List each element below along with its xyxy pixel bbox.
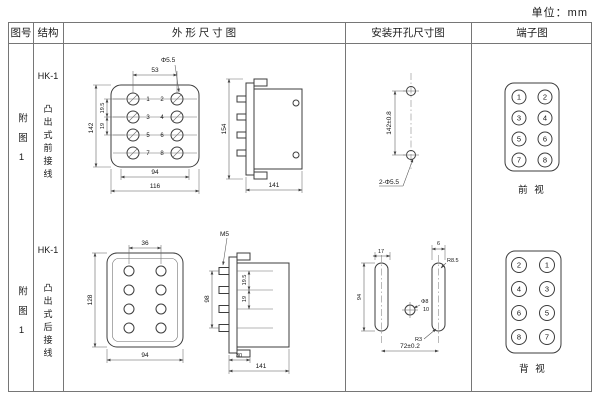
header-outline: 外 形 尺 寸 图 xyxy=(171,27,237,39)
header-mounting: 安装开孔尺寸图 xyxy=(371,27,445,39)
row1-outline-drawing: 1 2 3 4 5 6 7 8 53 Φ5.5 142 xyxy=(88,57,303,194)
dim-141: 141 xyxy=(269,182,280,189)
dim-53: 53 xyxy=(151,67,159,74)
dim-m5: M5 xyxy=(220,231,229,238)
dim-98: 98 xyxy=(204,295,211,303)
dim-19: 19 xyxy=(242,296,248,302)
row1-mounting-drawing: 142±0.8 2-Φ5.5 xyxy=(379,73,419,187)
column-divider xyxy=(345,23,346,391)
front-view-dimensions: 53 Φ5.5 142 19.5 19 94 116 xyxy=(88,57,200,194)
dim-19.5: 19.5 xyxy=(100,103,106,114)
dim-r3: R3 xyxy=(415,337,422,343)
terminal-number: 1 xyxy=(545,261,549,270)
dim-2-phi5.5: 2-Φ5.5 xyxy=(379,179,399,186)
header-terminal: 端子图 xyxy=(516,27,548,39)
row2-fig-no: 附图1 xyxy=(16,285,27,346)
header-fig-no: 图号 xyxy=(10,27,32,39)
row1-fig-no-cell: 附图1 xyxy=(9,93,33,193)
terminal-number: 5 xyxy=(517,135,521,144)
terminal-number: 2 xyxy=(517,261,521,270)
row1-fig-no: 附图1 xyxy=(16,113,27,173)
dim-72-tol: 72±0.2 xyxy=(400,343,420,350)
row1-structure-desc: 凸出式前接线 xyxy=(42,104,53,182)
terminal-number: 7 xyxy=(545,333,549,342)
terminal-number: 7 xyxy=(517,156,521,165)
dim-128: 128 xyxy=(87,294,94,305)
row2-fig-no-cell: 附图1 xyxy=(9,263,33,368)
dim-116: 116 xyxy=(150,183,161,190)
column-divider xyxy=(63,23,64,391)
dim-30: 30 xyxy=(236,353,242,359)
terminal-number: 8 xyxy=(160,151,164,157)
terminal-number: 3 xyxy=(545,285,549,294)
dim-phi5.5: Φ5.5 xyxy=(161,57,176,64)
dim-94: 94 xyxy=(151,169,159,176)
terminal-number: 8 xyxy=(517,333,521,342)
terminal-number: 6 xyxy=(543,135,547,144)
view-label-front: 前 视 xyxy=(518,184,546,196)
terminal-number: 5 xyxy=(545,309,549,318)
terminal-screws xyxy=(126,92,184,160)
side-view: M5 98 19.5 19 30 141 xyxy=(204,231,290,374)
column-divider xyxy=(471,23,472,391)
side-view: 154 141 xyxy=(221,78,303,193)
column-divider xyxy=(33,23,34,391)
dim-6: 6 xyxy=(437,241,440,247)
unit-label: 单位：mm xyxy=(531,7,588,19)
dim-19.5: 19.5 xyxy=(242,275,248,286)
terminal-number: 6 xyxy=(517,309,521,318)
terminal-number: 3 xyxy=(517,114,521,123)
row1-structure-cell: 凸出式前接线 xyxy=(33,87,63,199)
terminal-number: 5 xyxy=(146,133,150,139)
view-label-back: 背 视 xyxy=(519,363,547,375)
dimension-table: 图号 结构 外 形 尺 寸 图 安装开孔尺寸图 端子图 附图1 HK-1 凸出式… xyxy=(8,22,592,392)
row1-terminal-diagram: 1 2 3 4 5 6 7 8 前 视 xyxy=(504,82,560,196)
terminal-number: 7 xyxy=(146,151,150,157)
terminal-number: 3 xyxy=(146,115,150,121)
terminal-circles xyxy=(511,257,555,345)
terminal-number: 2 xyxy=(160,97,164,103)
row2-model: HK-1 xyxy=(37,245,59,255)
dim-r8.5: R8.5 xyxy=(447,258,459,264)
terminal-number: 4 xyxy=(160,115,164,121)
row1-model: HK-1 xyxy=(37,71,59,81)
terminal-number: 1 xyxy=(146,97,150,103)
terminal-number: 2 xyxy=(543,93,547,102)
terminal-studs xyxy=(123,265,167,334)
header-divider xyxy=(9,43,591,44)
terminal-number: 1 xyxy=(517,93,521,102)
terminal-number: 8 xyxy=(543,156,547,165)
dim-94: 94 xyxy=(357,294,363,300)
terminal-number: 6 xyxy=(160,133,164,139)
dim-10: 10 xyxy=(423,307,429,313)
front-view: 1 2 3 4 5 6 7 8 xyxy=(110,84,200,168)
row2-mounting-drawing: 17 6 R8.5 94 Φ8 10 R3 72±0.2 xyxy=(357,241,459,353)
rear-view: 36 128 94 xyxy=(87,240,184,363)
terminal-number: 4 xyxy=(517,285,521,294)
terminal-number: 4 xyxy=(543,114,547,123)
dim-154: 154 xyxy=(221,123,228,134)
row2-terminal-diagram: 2 1 4 3 6 5 8 7 背 视 xyxy=(505,250,562,375)
row2-structure-cell: 凸出式后接线 xyxy=(33,261,63,383)
dim-142: 142 xyxy=(88,122,95,133)
dim-36: 36 xyxy=(141,240,149,247)
terminal-circles xyxy=(511,89,553,168)
row2-structure-desc: 凸出式后接线 xyxy=(42,283,53,361)
dim-phi8: Φ8 xyxy=(421,299,428,305)
dim-94: 94 xyxy=(141,352,149,359)
header-structure: 结构 xyxy=(37,27,59,39)
dim-141: 141 xyxy=(256,363,267,370)
dim-17: 17 xyxy=(378,249,384,255)
dim-142-tol: 142±0.8 xyxy=(386,111,393,135)
dim-19: 19 xyxy=(100,123,106,129)
row2-outline-drawing: 36 128 94 M5 98 xyxy=(87,231,290,374)
